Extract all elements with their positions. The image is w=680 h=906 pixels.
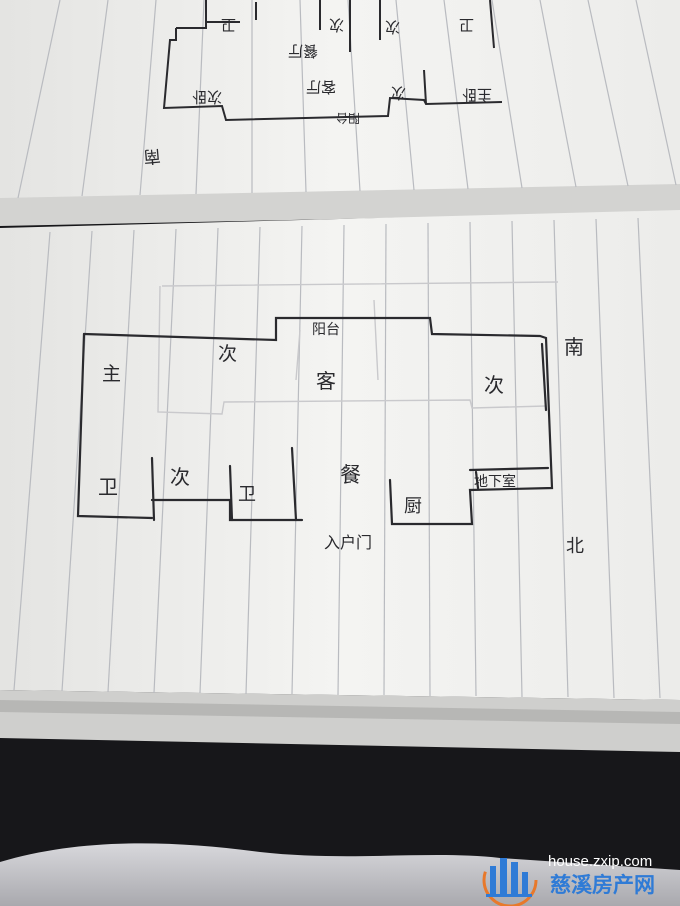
watermark: house.zxip.com 慈溪房产网 — [482, 852, 655, 906]
label-bathroom-mid: 卫 — [238, 484, 256, 505]
upper-label-bath-left: 卫 — [221, 16, 236, 34]
upper-label-ci-1: 次 — [329, 16, 344, 34]
label-living-room: 客 — [316, 369, 336, 393]
label-north: 北 — [566, 536, 584, 557]
upper-label-ci-2: 次 — [385, 18, 400, 36]
upper-page-ruling — [17, 0, 677, 199]
upper-label-bedroom: 次卧 — [192, 88, 222, 106]
label-master-bedroom: 主 — [102, 363, 121, 385]
floor-plan-outline — [76, 316, 554, 526]
upper-label-canteen: 餐厅 — [288, 42, 318, 60]
upper-label-master: 主卧 — [462, 86, 492, 104]
label-second-bedroom-right: 次 — [484, 373, 504, 397]
label-balcony: 阳台 — [312, 322, 340, 338]
watermark-logo — [482, 852, 538, 906]
label-kitchen: 厨 — [404, 496, 422, 517]
label-entrance-door: 入户门 — [324, 533, 372, 552]
upper-label-ci-3: 次 — [391, 84, 406, 102]
fabric — [0, 843, 680, 906]
label-dining-room: 餐 — [340, 463, 361, 487]
upper-floor-plan — [162, 0, 503, 122]
lower-page — [0, 210, 680, 700]
label-second-bedroom-top: 次 — [218, 343, 237, 365]
upper-label-living: 客厅 — [306, 78, 336, 96]
upper-label-bath-mid: 卫 — [459, 16, 474, 34]
label-south: 南 — [564, 335, 584, 359]
label-basement: 地下室 — [474, 473, 516, 490]
lower-page-ruling — [13, 217, 661, 699]
watermark-url: house.zxip.com — [548, 853, 652, 870]
bleed-through — [157, 281, 559, 415]
upper-label-balcony: 阳台 — [336, 111, 360, 126]
label-second-bedroom-mid: 次 — [170, 465, 190, 489]
watermark-site-name: 慈溪房产网 — [550, 873, 655, 897]
upper-label-south: 南 — [143, 145, 162, 166]
label-bathroom-left: 卫 — [98, 475, 118, 499]
